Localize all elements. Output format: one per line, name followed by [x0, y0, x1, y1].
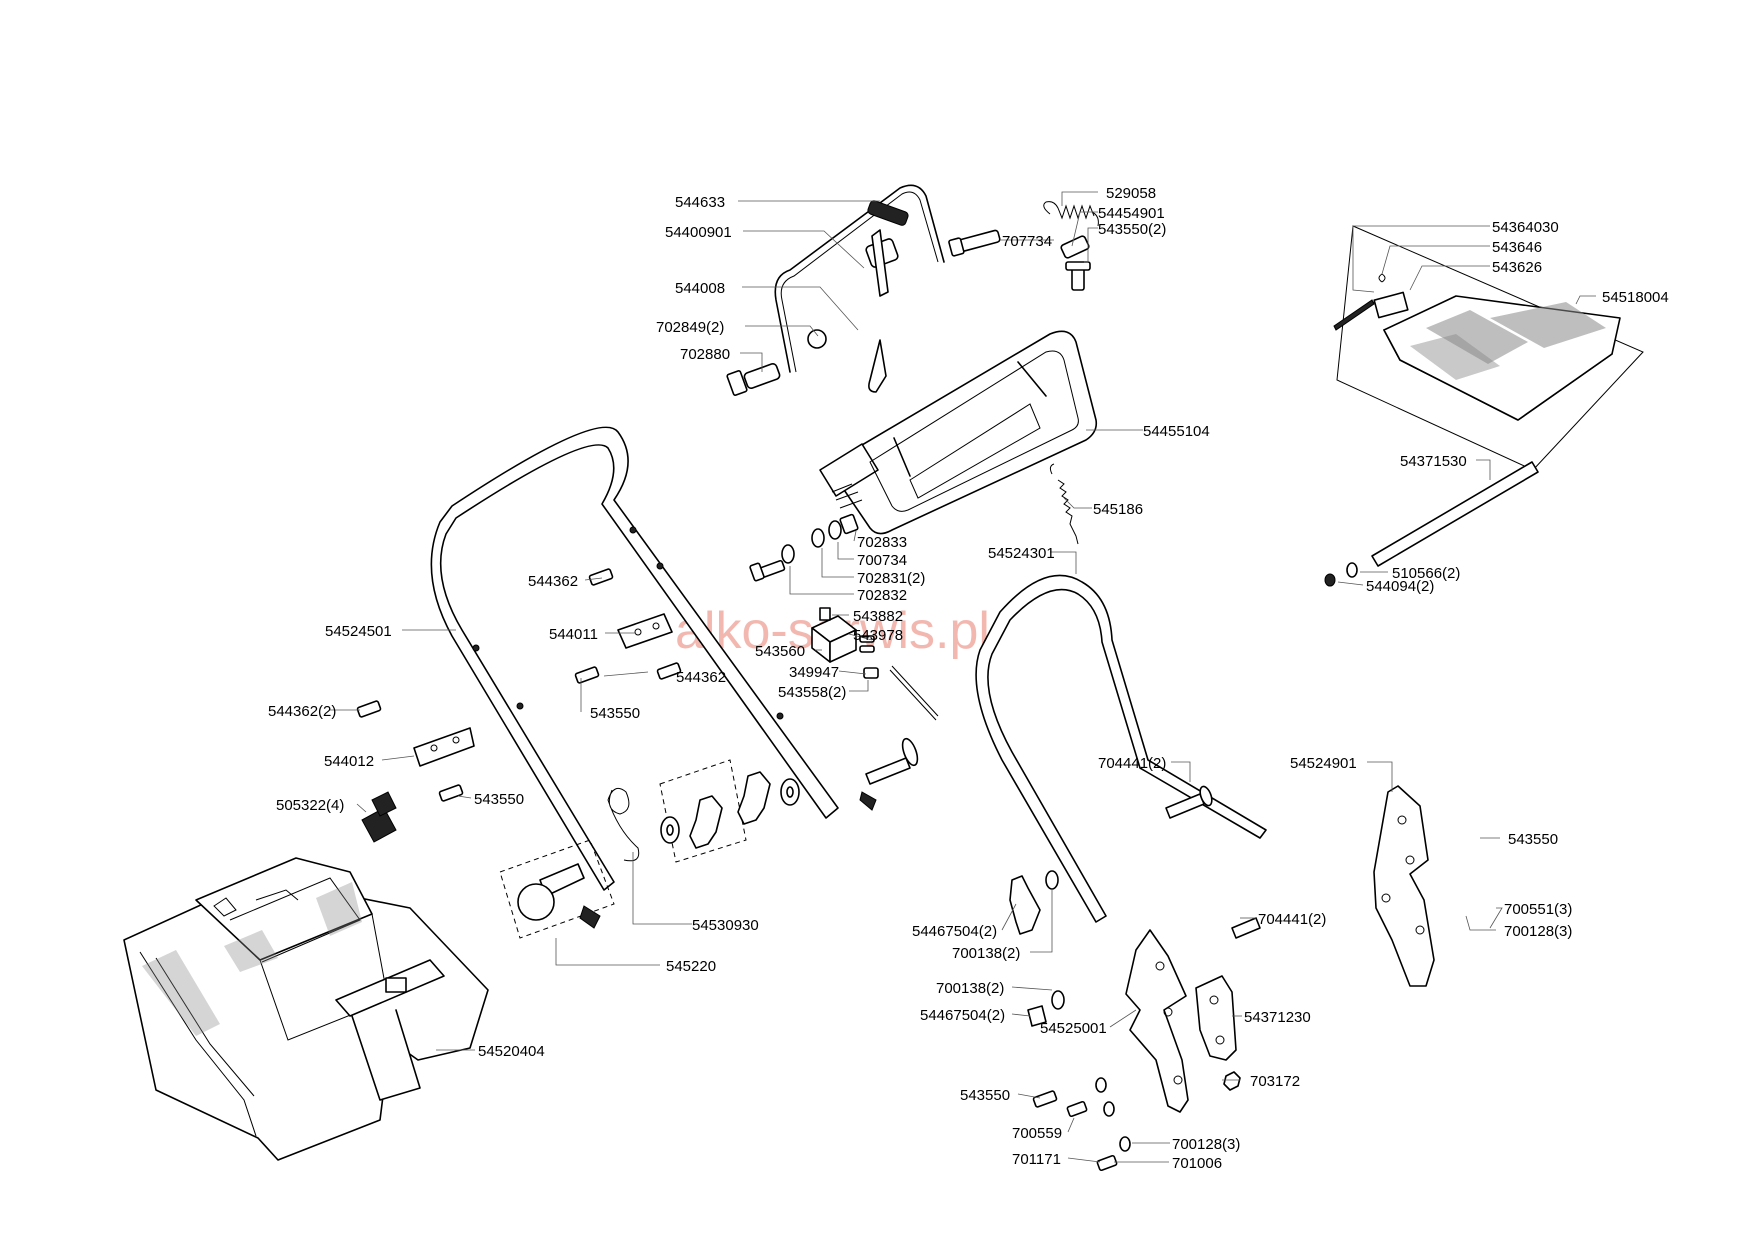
label-703172: 703172: [1250, 1073, 1300, 1090]
label-544012: 544012: [324, 753, 374, 770]
label-702831: 702831(2): [857, 570, 925, 587]
label-54524901: 54524901: [1290, 755, 1357, 772]
label-544362-2: 544362(2): [268, 703, 336, 720]
label-702880: 702880: [680, 346, 730, 363]
clamp-set-545220: [499, 759, 800, 939]
label-54454901: 54454901: [1098, 205, 1165, 222]
panel-54518004: [1333, 225, 1644, 471]
label-510566: 510566(2): [1392, 565, 1460, 582]
label-700138-a: 700138(2): [952, 945, 1020, 962]
label-54467504-b: 54467504(2): [920, 1007, 1005, 1024]
label-702833: 702833: [857, 534, 907, 551]
label-544362-b: 544362: [676, 669, 726, 686]
handle-grip-54455104: [819, 330, 1098, 535]
label-545220: 545220: [666, 958, 716, 975]
label-54364030: 54364030: [1492, 219, 1559, 236]
label-54518004: 54518004: [1602, 289, 1669, 306]
bracket-54525001: [1125, 929, 1189, 1113]
grass-box-54520404: [123, 857, 489, 1161]
lower-handle-54524501: [430, 426, 839, 891]
label-545186: 545186: [1093, 501, 1143, 518]
label-704441-b: 704441(2): [1258, 911, 1326, 928]
label-543560: 543560: [755, 643, 805, 660]
label-543882: 543882: [853, 608, 903, 625]
bolts-small: [356, 568, 682, 802]
label-529058: 529058: [1106, 185, 1156, 202]
label-700734: 700734: [857, 552, 907, 569]
fastener-set-702833: [749, 513, 859, 582]
label-54371230: 54371230: [1244, 1009, 1311, 1026]
upper-handle-54524301: [975, 574, 1267, 923]
label-54400901: 54400901: [665, 224, 732, 241]
label-543550-2: 543550(2): [1098, 221, 1166, 238]
label-543550-a: 543550: [590, 705, 640, 722]
label-701171: 701171: [1012, 1151, 1061, 1168]
label-544008: 544008: [675, 280, 725, 297]
label-700551: 700551(3): [1504, 901, 1572, 918]
label-349947: 349947: [789, 664, 839, 681]
leader-lines: [330, 191, 1596, 1163]
plate-544011: [617, 613, 673, 649]
label-543550-c: 543550: [1508, 831, 1558, 848]
label-700128-a: 700128(3): [1504, 923, 1572, 940]
plate-544012: [413, 727, 475, 767]
label-543550-d: 543550: [960, 1087, 1010, 1104]
label-543646: 543646: [1492, 239, 1542, 256]
label-543550-b: 543550: [474, 791, 524, 808]
switch-543882: [811, 607, 939, 721]
bolt-long: [859, 737, 919, 811]
label-543626: 543626: [1492, 259, 1542, 276]
label-54467504-a: 54467504(2): [912, 923, 997, 940]
spring-529058: [1043, 201, 1099, 291]
bracket-54524901: [1373, 785, 1435, 987]
label-544011: 544011: [549, 626, 598, 643]
label-707734: 707734: [1002, 233, 1052, 250]
label-543978: 543978: [853, 627, 903, 644]
label-702832: 702832: [857, 587, 907, 604]
control-bar-544633: [726, 184, 1001, 396]
label-54530930: 54530930: [692, 917, 759, 934]
spring-545186: [1049, 463, 1079, 545]
label-54524301: 54524301: [988, 545, 1055, 562]
label-544362-a: 544362: [528, 573, 578, 590]
label-54455104: 54455104: [1143, 423, 1210, 440]
label-700128-b: 700128(3): [1172, 1136, 1240, 1153]
label-704441-a: 704441(2): [1098, 755, 1166, 772]
label-700559: 700559: [1012, 1125, 1062, 1142]
rod-54371530: [1324, 461, 1539, 587]
label-701006: 701006: [1172, 1155, 1222, 1172]
label-505322: 505322(4): [276, 797, 344, 814]
label-543558: 543558(2): [778, 684, 846, 701]
label-700138-b: 700138(2): [936, 980, 1004, 997]
knob-505322: [361, 791, 397, 843]
clip-54530930: [607, 787, 640, 862]
label-54371530: 54371530: [1400, 453, 1467, 470]
label-54525001: 54525001: [1040, 1020, 1107, 1037]
label-54520404: 54520404: [478, 1043, 545, 1060]
bracket-54371230: [1195, 975, 1237, 1061]
label-544633: 544633: [675, 194, 725, 211]
label-544094: 544094(2): [1366, 578, 1434, 595]
label-702849: 702849(2): [656, 319, 724, 336]
fasteners-right: [1009, 785, 1261, 1172]
label-54524501: 54524501: [325, 623, 392, 640]
part-labels: 544633 54400901 544008 702849(2) 702880 …: [268, 185, 1669, 1172]
